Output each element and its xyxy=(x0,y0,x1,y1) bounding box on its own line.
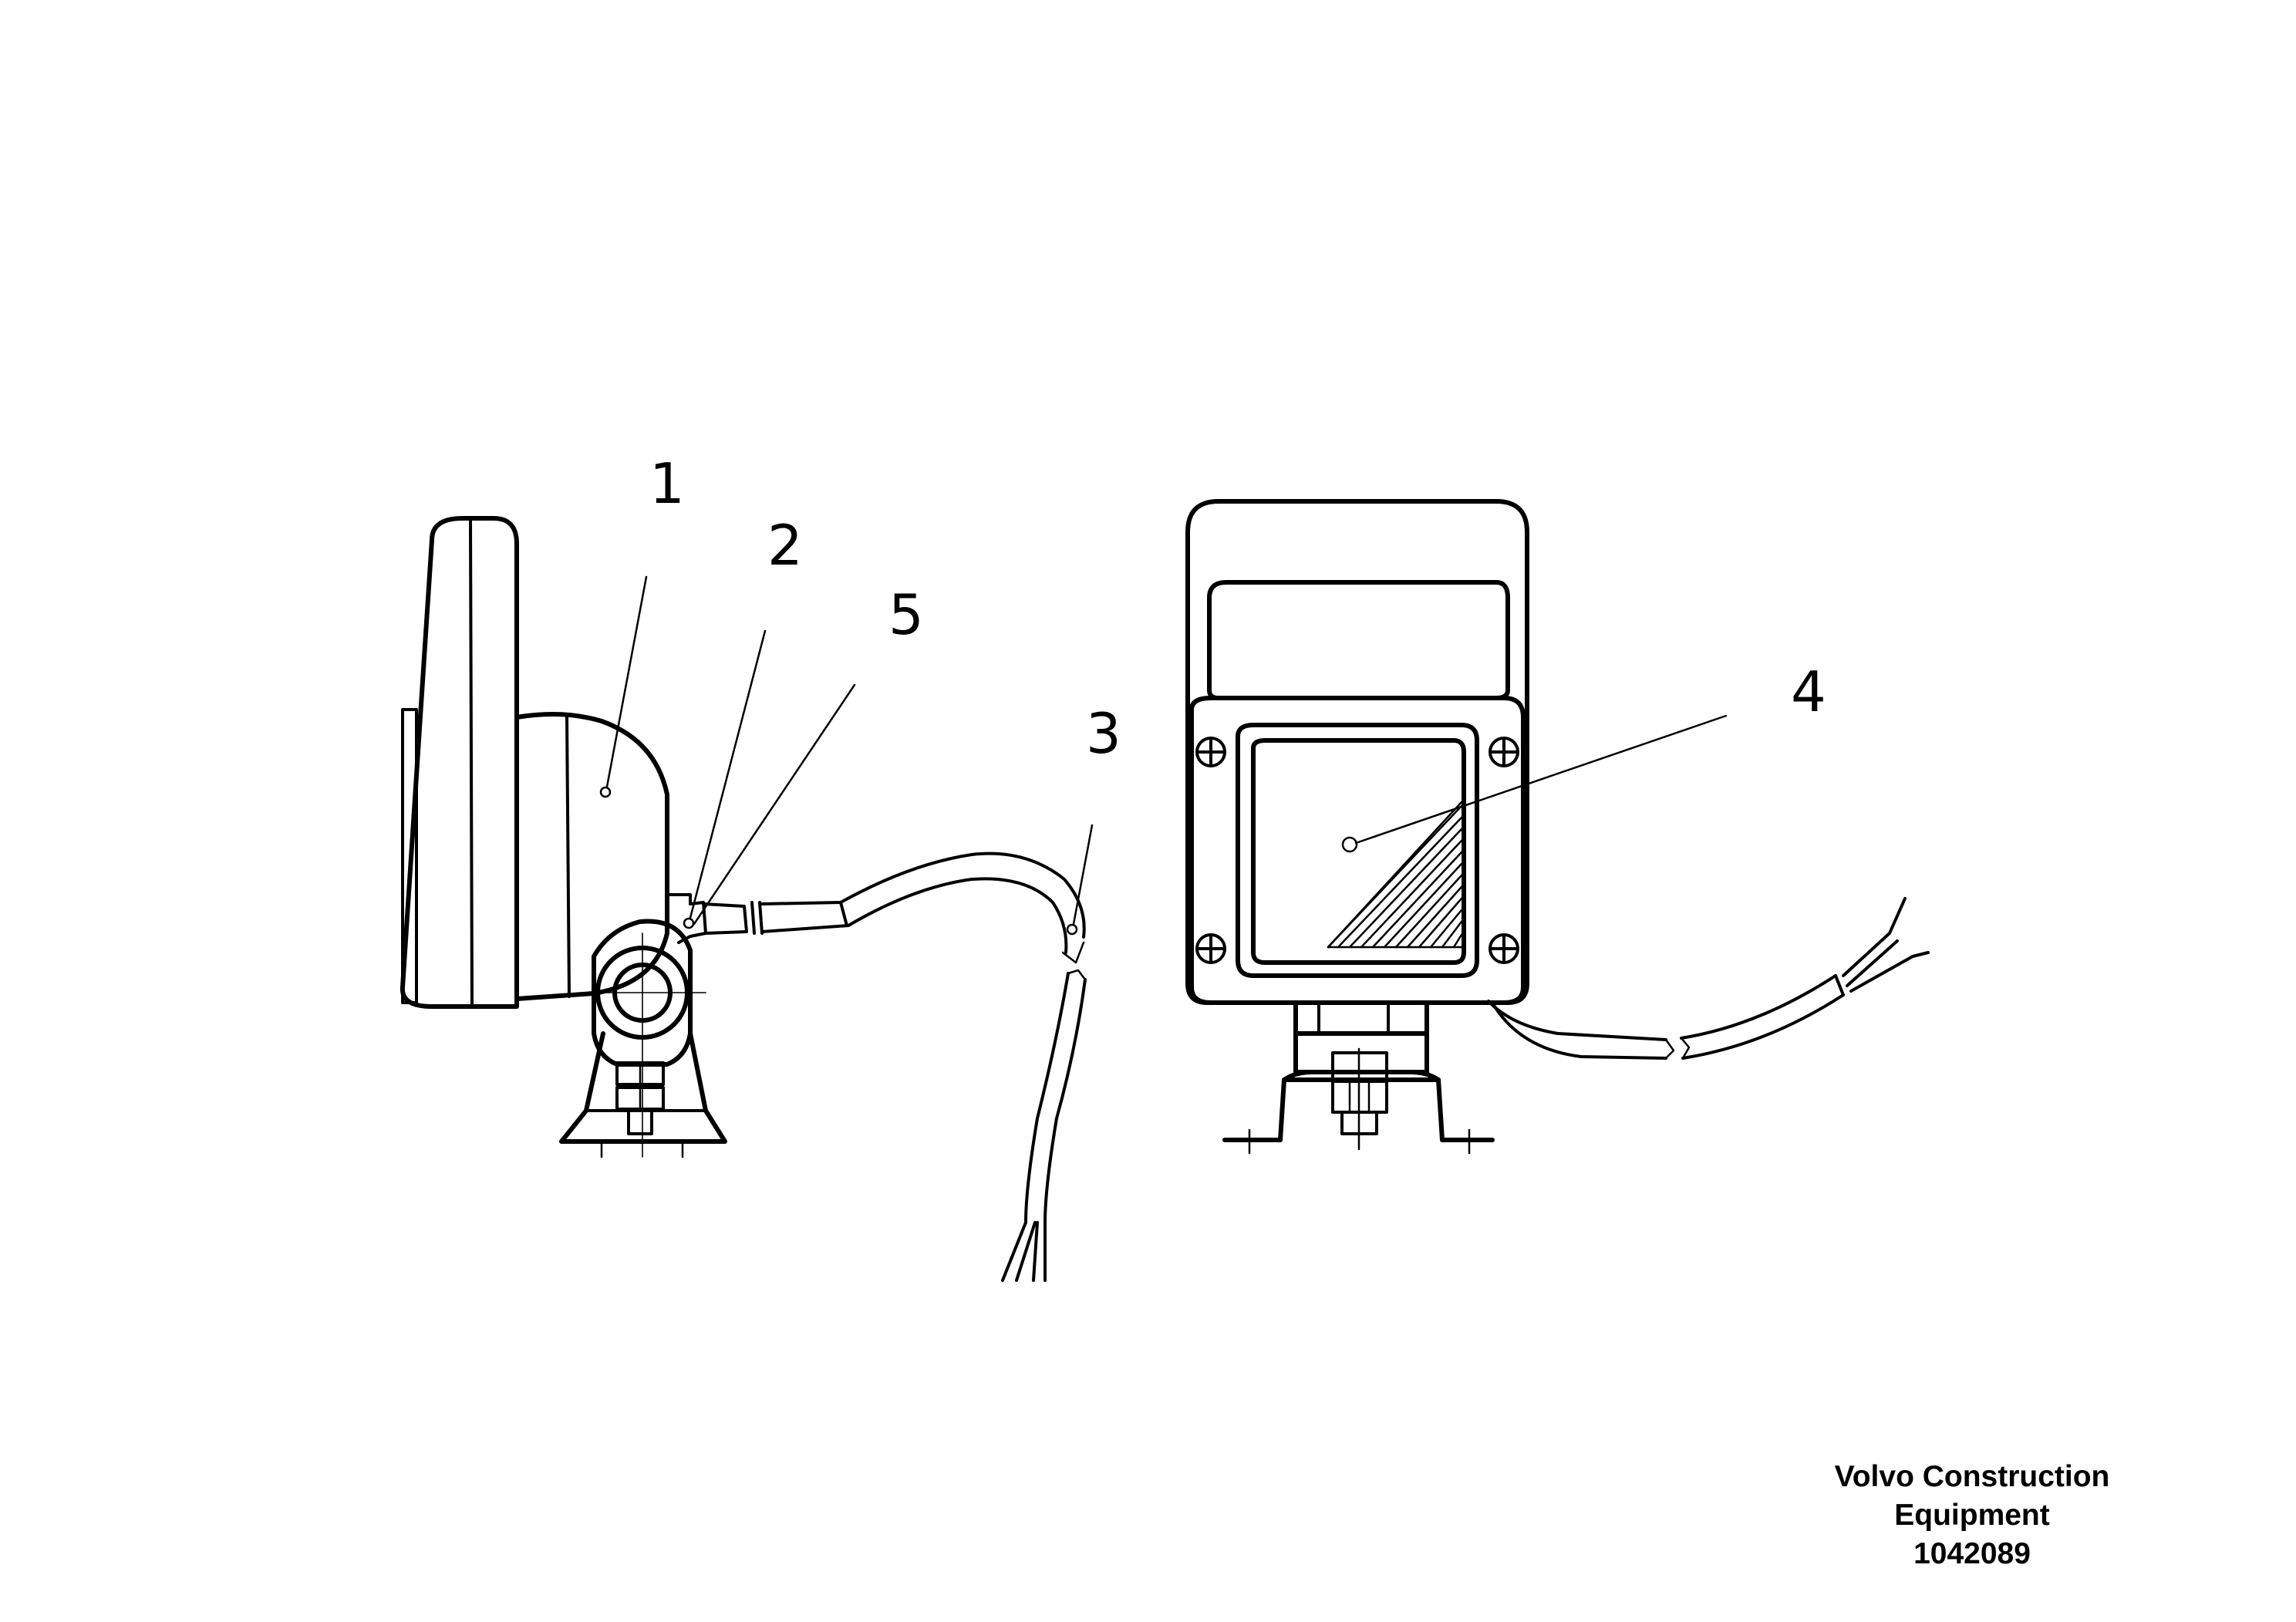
housing-seam xyxy=(565,716,571,998)
front-u-bracket xyxy=(1293,1031,1429,1074)
lens-hatching xyxy=(1327,801,1463,949)
callout-2: 2 xyxy=(767,513,803,578)
callout-5: 5 xyxy=(888,582,924,647)
bezel-rim xyxy=(401,708,418,1004)
front-cable-break-b xyxy=(1680,1037,1691,1060)
corner-screw-bottom-right xyxy=(1489,933,1519,964)
callout-target-3 xyxy=(1066,923,1078,936)
front-wire-end-1 xyxy=(1842,897,1907,977)
footer-drawing-number: 1042089 xyxy=(1913,1537,2031,1570)
callout-numbers: 1 2 5 3 4 xyxy=(649,451,1826,766)
cable-band xyxy=(839,901,848,927)
leader-3 xyxy=(1072,824,1094,926)
front-cable-lower xyxy=(1491,1001,1667,1060)
corner-screw-top-right xyxy=(1489,737,1519,767)
wire-end-right xyxy=(1032,1221,1039,1282)
front-wire-end-2 xyxy=(1846,939,1899,987)
connector-ring-2 xyxy=(758,901,764,935)
lens-frame-outer xyxy=(1189,696,1526,1005)
front-mount-block xyxy=(1293,1000,1429,1036)
front-cable-band xyxy=(1834,974,1845,996)
lamp-housing xyxy=(514,712,669,1001)
foot-bend-left xyxy=(1282,1070,1313,1082)
corner-screw-top-left xyxy=(1195,737,1226,767)
lens-frame-inner xyxy=(1236,723,1479,978)
connector-ring xyxy=(750,901,756,935)
cable-break-lower xyxy=(1067,969,1087,981)
callout-4: 4 xyxy=(1791,659,1826,724)
front-cable-far-upper xyxy=(1680,974,1837,1040)
wire-end-left xyxy=(1001,1221,1027,1282)
leader-lines xyxy=(605,575,1728,926)
corner-screw-bottom-left xyxy=(1195,933,1226,964)
cable-lower-edge xyxy=(760,877,1068,954)
callout-target-4 xyxy=(1341,836,1358,853)
cable-gland xyxy=(666,893,707,944)
callout-1: 1 xyxy=(649,451,685,516)
callout-target-2 xyxy=(683,917,695,929)
lamp-side-view xyxy=(400,516,1087,1282)
connector-sleeve xyxy=(702,902,748,935)
wire-end-left-b xyxy=(1015,1221,1037,1282)
front-cable-break-a xyxy=(1664,1038,1675,1060)
front-cable-upper xyxy=(1487,1000,1667,1041)
cable-lower-right xyxy=(1043,978,1087,1224)
bolt-end xyxy=(627,1109,653,1135)
lamp-front-bezel xyxy=(400,516,519,1009)
pivot-bracket xyxy=(592,919,693,1067)
front-wire-end-3 xyxy=(1849,951,1930,993)
cable-lower-left xyxy=(1024,972,1070,1224)
leader-4 xyxy=(1354,714,1728,845)
upper-window xyxy=(1207,580,1510,700)
leader-5 xyxy=(693,683,856,926)
lens xyxy=(1251,738,1466,965)
drawing-footer: Volvo Construction Equipment 1042089 xyxy=(1756,1458,2188,1573)
foot-bend-right xyxy=(1409,1070,1441,1082)
lamp-front-view xyxy=(1185,499,1930,1155)
footer-company-line1: Volvo Construction xyxy=(1834,1460,2110,1493)
callout-target-1 xyxy=(599,786,612,798)
callout-3: 3 xyxy=(1086,701,1121,766)
leader-2 xyxy=(689,629,767,919)
front-cable-far-lower xyxy=(1681,993,1845,1060)
cable-upper-edge xyxy=(760,851,1086,939)
bezel-edge-line xyxy=(469,518,474,1007)
leader-1 xyxy=(605,575,648,788)
footer-company-line2: Equipment xyxy=(1894,1499,2050,1532)
cable-break-upper xyxy=(1061,941,1085,964)
